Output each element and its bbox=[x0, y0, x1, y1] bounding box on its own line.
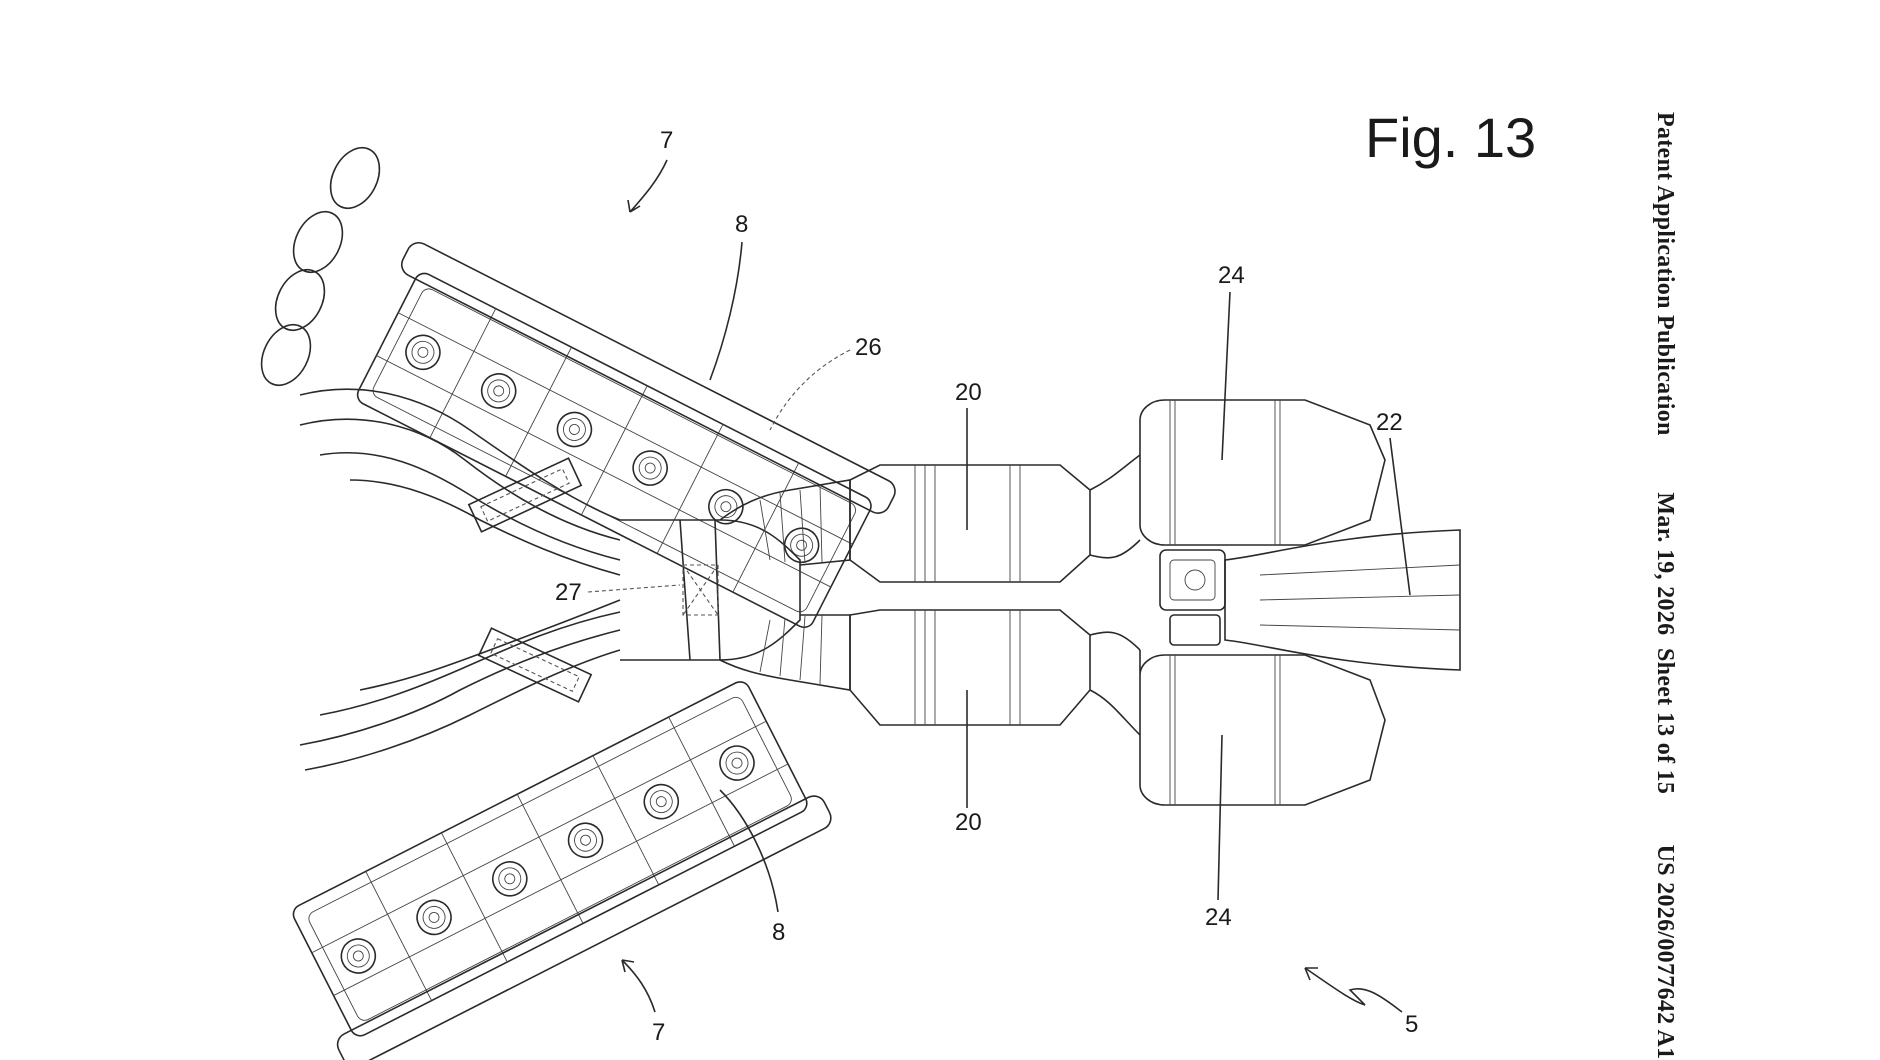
ref-24-bottom-leader bbox=[1217, 734, 1223, 901]
ref-7-bottom-label: 7 bbox=[652, 1019, 665, 1046]
ref-8-top-label: 8 bbox=[735, 211, 748, 238]
top-exhaust-header bbox=[299, 388, 621, 576]
ref-7-top-arrow bbox=[629, 159, 668, 213]
bottom-muffler bbox=[1139, 650, 1386, 806]
ref-27-leader bbox=[587, 584, 681, 593]
publication-type: Patent Application Publication bbox=[1652, 112, 1678, 436]
exhaust-system-drawing: 7 8 26 20 24 22 27 20 24 8 7 bbox=[260, 127, 1461, 1060]
ref-26-leader bbox=[769, 349, 851, 431]
publication-date: Mar. 19, 2026 bbox=[1652, 492, 1678, 636]
ref-8-bottom-label: 8 bbox=[772, 919, 785, 946]
top-catalyst bbox=[849, 464, 1091, 583]
ref-7-top-label: 7 bbox=[660, 127, 673, 154]
sheet-number: Sheet 13 of 15 bbox=[1652, 648, 1678, 795]
patent-header-vertical: Patent Application Publication Mar. 19, … bbox=[1650, 112, 1678, 1059]
bottom-exhaust-header bbox=[299, 599, 621, 771]
ref-22-label: 22 bbox=[1376, 409, 1403, 436]
figure-title: Fig. 13 bbox=[1365, 106, 1537, 169]
ref-24-bottom-label: 24 bbox=[1205, 904, 1232, 931]
ref-20-top-label: 20 bbox=[955, 379, 982, 406]
bottom-front-pipe bbox=[719, 614, 851, 691]
ref-24-top-label: 24 bbox=[1218, 262, 1245, 289]
exhaust-valve-actuator bbox=[1159, 549, 1226, 646]
ref-26-label: 26 bbox=[855, 334, 882, 361]
bottom-cylinder-head bbox=[292, 681, 832, 1060]
top-front-pipe bbox=[719, 479, 851, 566]
top-muffler bbox=[1139, 399, 1386, 546]
ref-8-top-leader bbox=[709, 241, 743, 381]
patent-header-text: Patent Application Publication Mar. 19, … bbox=[1651, 112, 1678, 1059]
x-pipe-crossover bbox=[620, 519, 801, 661]
ref-27-label: 27 bbox=[555, 579, 582, 606]
tailpipe bbox=[1224, 529, 1461, 671]
ref-5-arrow bbox=[1304, 967, 1403, 1013]
mid-pipes bbox=[1089, 454, 1141, 736]
ref-8-bottom-leader bbox=[719, 789, 779, 913]
ref-20-bottom-label: 20 bbox=[955, 809, 982, 836]
ref-22-leader bbox=[1389, 437, 1411, 596]
publication-number: US 2026/0077642 A1 bbox=[1652, 844, 1678, 1060]
bottom-catalyst bbox=[849, 609, 1091, 726]
ref-7-bottom-arrow bbox=[621, 959, 656, 1013]
ref-24-top-leader bbox=[1221, 291, 1231, 461]
ref-5-label: 5 bbox=[1405, 1011, 1418, 1038]
